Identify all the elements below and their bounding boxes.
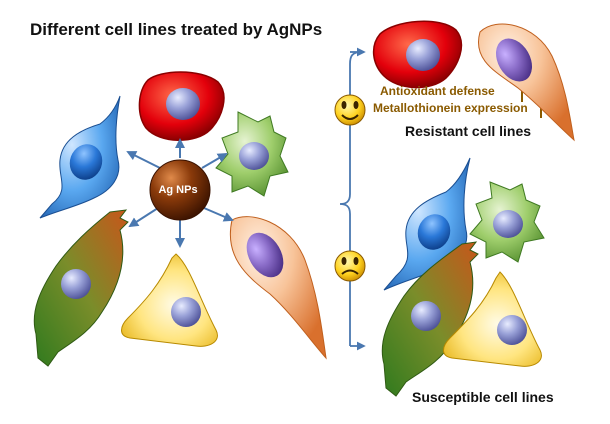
- ag-nps-label: Ag NPs: [158, 184, 198, 196]
- yellow-cell-susceptible: [443, 271, 542, 367]
- metallothionein-expression-label: Metallothionein expression: [373, 101, 528, 115]
- resistant-cell-lines-label: Resistant cell lines: [405, 123, 532, 139]
- blue-cell-left: [39, 95, 121, 219]
- happy-face-icon: [334, 94, 366, 126]
- susceptible-cell-lines-label: Susceptible cell lines: [412, 389, 554, 405]
- diagram-title: Different cell lines treated by AgNPs: [30, 20, 323, 39]
- sad-face-icon: [334, 250, 366, 282]
- ag-nanoparticle: [149, 159, 211, 221]
- yellow-cell-left: [121, 253, 218, 347]
- green-elongated-cell-left: [33, 209, 129, 367]
- green-cell-susceptible: [469, 181, 545, 263]
- green-cell-left: [215, 111, 289, 197]
- orange-cell-resistant: [478, 23, 575, 142]
- red-cell-left: [138, 71, 225, 141]
- red-cell-resistant: [372, 20, 463, 89]
- outcome-bracket: [339, 47, 366, 351]
- antioxidant-defense-label: Antioxidant defense: [380, 84, 495, 98]
- dispersal-arrows: [126, 138, 234, 248]
- green-elongated-cell-susceptible: [381, 241, 479, 397]
- orange-cell-left: [229, 216, 327, 360]
